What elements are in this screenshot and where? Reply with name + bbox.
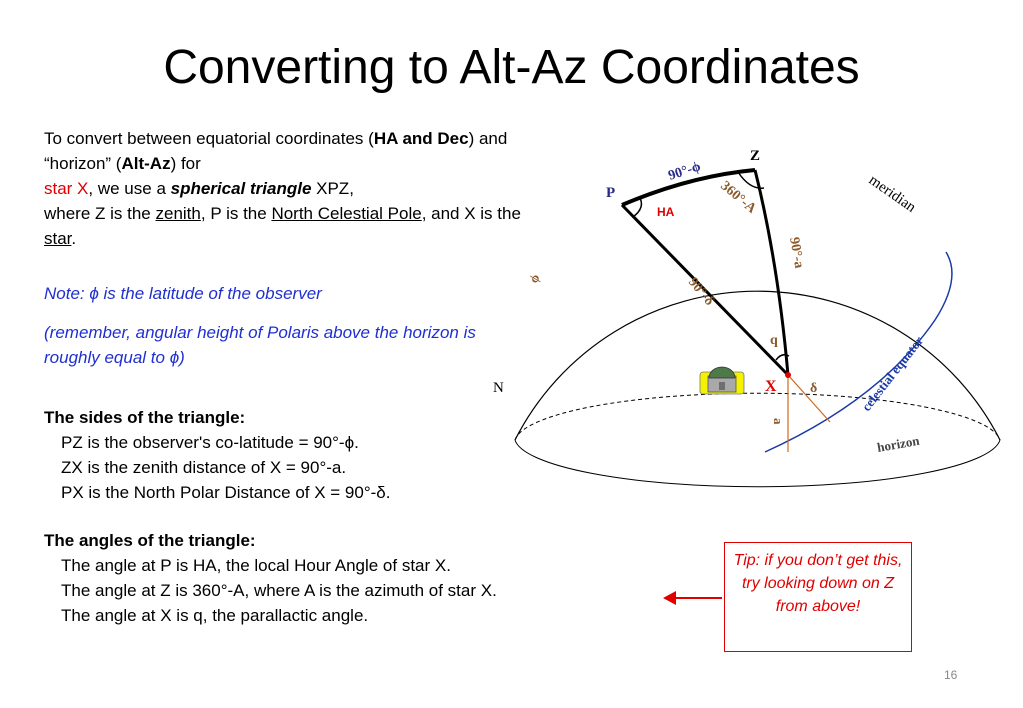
star-term: star	[44, 229, 72, 248]
star-x-term: star X	[44, 179, 89, 198]
label-z-angle: 360°-A	[717, 179, 759, 218]
page-title: Converting to Alt-Az Coordinates	[163, 41, 860, 94]
label-phi: ϕ	[526, 271, 543, 286]
angle-z-arc	[737, 171, 765, 189]
sides-section: The sides of the triangle: PZ is the obs…	[44, 405, 524, 505]
sides-heading: The sides of the triangle:	[44, 408, 246, 427]
angle-p-arc	[632, 197, 643, 218]
label-p: P	[606, 185, 615, 201]
angles-section: The angles of the triangle: The angle at…	[44, 528, 524, 628]
label-zx: 90°-a	[786, 236, 806, 269]
side-zx-line	[753, 169, 790, 376]
spherical-triangle-term: spherical triangle	[170, 179, 312, 198]
label-q: q	[770, 333, 778, 348]
intro-paragraph: To convert between equatorial coordinate…	[44, 129, 521, 248]
tip-box: Tip: if you don’t get this, try looking …	[724, 542, 912, 652]
zenith-term: zenith	[155, 204, 201, 223]
altaz-term: Alt-Az	[121, 154, 171, 173]
ncp-term: North Celestial Pole	[271, 204, 422, 223]
ha-dec-term: HA and Dec	[373, 129, 469, 148]
angle-z: The angle at Z is 360°-A, where A is the…	[61, 581, 497, 600]
side-pz-line	[621, 168, 756, 207]
side-px-line	[620, 203, 790, 377]
angle-p: The angle at P is HA, the local Hour Ang…	[61, 556, 451, 575]
label-z: Z	[750, 148, 760, 164]
horizon-back-arc	[514, 392, 1001, 441]
side-zx: ZX is the zenith distance of X = 90°-a.	[61, 458, 347, 477]
angle-x: The angle at X is q, the parallactic ang…	[61, 606, 369, 625]
celestial-sphere-outline	[514, 290, 1001, 441]
side-px: PX is the North Polar Distance of X = 90…	[61, 483, 391, 502]
celestial-equator-arc	[764, 251, 953, 453]
label-n: N	[493, 380, 504, 396]
label-delta: δ	[810, 381, 817, 396]
side-pz: PZ is the observer's co-latitude = 90°-ϕ…	[61, 433, 359, 452]
polaris-note: (remember, angular height of Polaris abo…	[44, 323, 476, 367]
observatory-icon	[699, 366, 745, 395]
angles-heading: The angles of the triangle:	[44, 531, 256, 550]
angle-x-arc	[775, 353, 790, 361]
horizon-front-arc	[514, 439, 1001, 488]
label-x: X	[765, 378, 777, 395]
declination-line	[787, 374, 831, 423]
star-x-marker	[785, 372, 791, 378]
label-meridian: meridian	[866, 172, 919, 216]
tip-arrow	[663, 591, 722, 605]
page-number: 16	[944, 668, 958, 682]
latitude-note: Note: ϕ is the latitude of the observer	[44, 284, 322, 303]
label-horizon: horizon	[876, 433, 921, 455]
label-ha: HA	[657, 205, 675, 219]
label-px: 90°-δ	[685, 275, 717, 309]
label-a: a	[771, 418, 786, 425]
